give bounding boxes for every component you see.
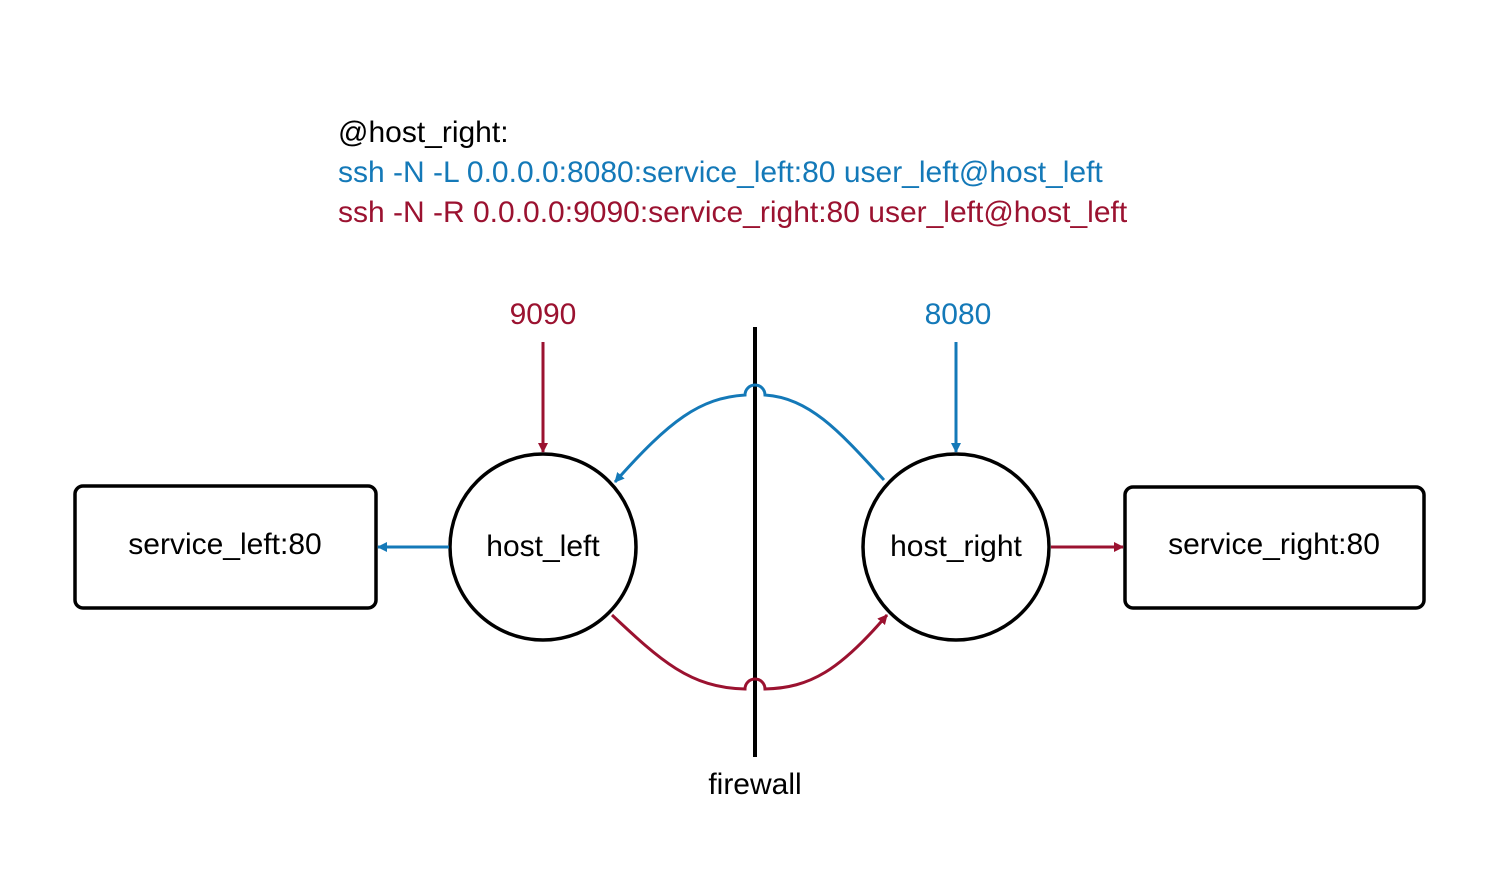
service-right-box	[1123, 485, 1426, 610]
host-left-label: host_left	[486, 530, 600, 563]
firewall-label: firewall	[708, 768, 801, 801]
host-right-label: host_right	[890, 530, 1022, 563]
command-header: @host_right: ssh -N -L 0.0.0.0:8080:serv…	[338, 113, 1127, 233]
host-right-node	[861, 452, 1051, 642]
host-left-node	[448, 452, 638, 642]
remote-forward-tunnel-arrow	[610, 613, 889, 691]
service-right-label: service_right:80	[1168, 528, 1380, 561]
local-port-label: 8080	[925, 298, 992, 331]
remote-port-label: 9090	[510, 298, 577, 331]
service-left-label: service_left:80	[128, 528, 321, 561]
local-forward-command: ssh -N -L 0.0.0.0:8080:service_left:80 u…	[338, 156, 1103, 189]
service-left-box	[73, 484, 378, 610]
remote-forward-command: ssh -N -R 0.0.0.0:9090:service_right:80 …	[338, 196, 1128, 229]
host-right-label: @host_right:	[338, 116, 509, 149]
local-forward-tunnel-arrow	[613, 383, 886, 483]
